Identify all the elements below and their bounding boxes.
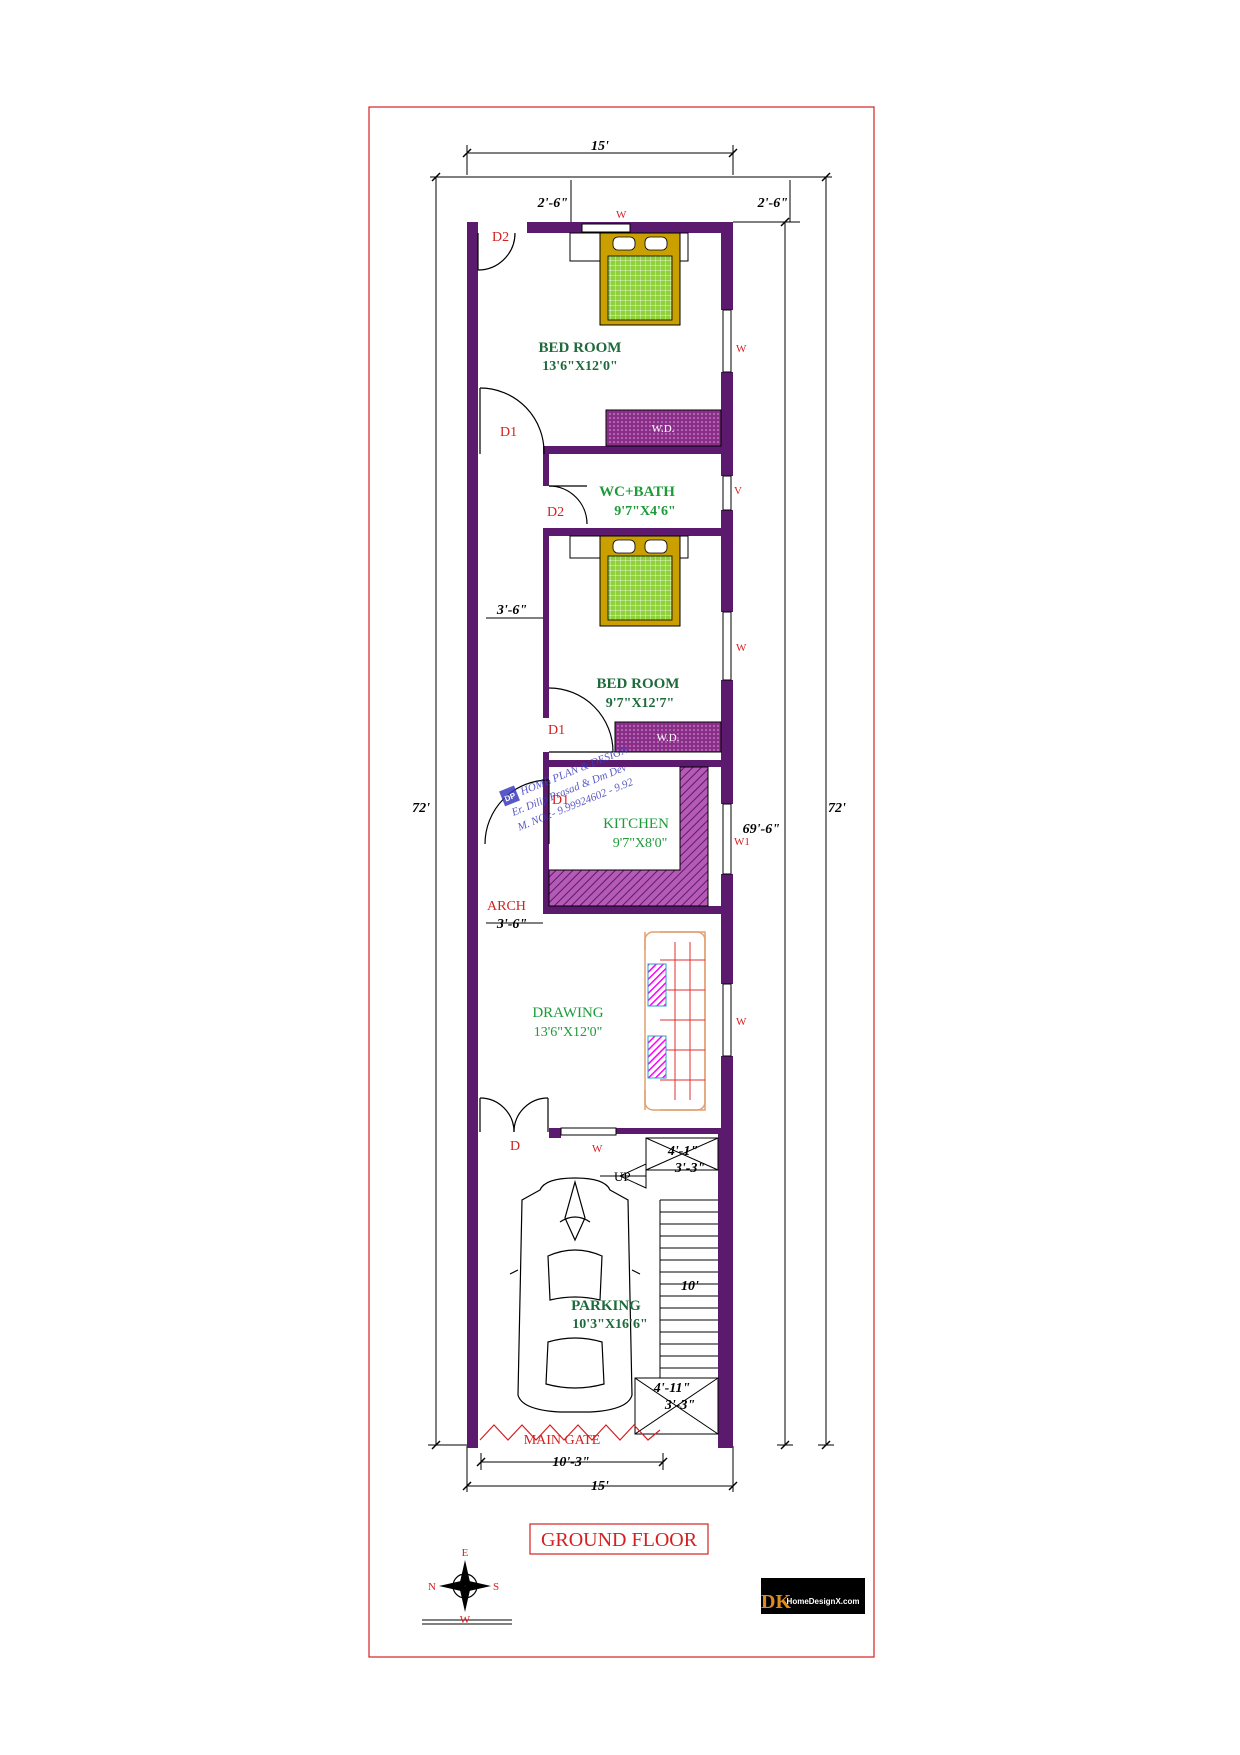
bath-title: WC+BATH (599, 484, 675, 500)
compass-e: E (462, 1547, 469, 1559)
label-w-top: W (616, 209, 627, 221)
label-d2-top: D2 (492, 230, 509, 245)
label-w1-kitchen: W1 (734, 836, 750, 848)
bed-1 (569, 232, 689, 326)
page-title: GROUND FLOOR (541, 1529, 698, 1551)
sheet-border (368, 106, 875, 1658)
dim-bottom-width: 15' (591, 1479, 609, 1494)
label-d1-kitchen: D1 (552, 793, 569, 808)
dim-stair-bot-2: 3'-3" (664, 1398, 695, 1413)
label-arch: ARCH (487, 899, 526, 914)
dk-logo: DK HomeDesignX.com (761, 1578, 865, 1614)
label-v-bath: V (734, 485, 742, 497)
label-up: UP (614, 1169, 631, 1184)
label-w-bed1: W (736, 343, 747, 355)
compass-icon (422, 1560, 512, 1625)
label-d1-bed: D1 (548, 723, 565, 738)
bed1-title: BED ROOM (539, 340, 622, 356)
windows (560, 223, 732, 1136)
kitchen-counter (548, 766, 709, 907)
dim-stair-top-1: 4'-1" (667, 1144, 698, 1159)
kitchen-size: 9'7"X8'0" (613, 836, 668, 851)
drawing-title: DRAWING (532, 1005, 603, 1021)
sofa-set (644, 931, 706, 1111)
dim-top-setback: 2'-6" (537, 196, 568, 211)
dim-left-total: 72' (412, 801, 430, 816)
label-w-bed2: W (736, 642, 747, 654)
dim-right-setback: 2'-6" (757, 196, 788, 211)
bed1-size: 13'6"X12'0" (542, 359, 617, 374)
dimension-lines (428, 145, 834, 1492)
label-w-bottom: W (592, 1143, 603, 1155)
dim-right-total: 72' (828, 801, 846, 816)
dim-inner-right: 69'-6" (743, 822, 780, 837)
drawing-size: 13'6"X12'0" (534, 1025, 603, 1040)
title-box (529, 1523, 709, 1555)
doors (477, 232, 614, 1133)
dimension-ticks (431, 148, 831, 1491)
label-d2-bath: D2 (547, 505, 564, 520)
label-main-gate: MAIN GATE (524, 1433, 601, 1448)
label-wd-2: W.D. (657, 732, 680, 744)
bed-2 (569, 535, 689, 627)
compass-n: N (428, 1581, 436, 1593)
dim-passage-2: 3'-6" (496, 917, 527, 932)
bed2-title: BED ROOM (597, 676, 680, 692)
staircase (600, 1137, 719, 1435)
label-d-main: D (510, 1139, 520, 1154)
wardrobe-1 (605, 409, 722, 447)
dim-stair-top-2: 3'-3" (674, 1161, 705, 1176)
label-wd-1: W.D. (652, 423, 675, 435)
logo-text: HomeDesignX.com (787, 1597, 860, 1606)
label-w-drawing: W (736, 1016, 747, 1028)
cushion-1 (647, 963, 667, 1007)
dim-passage-1: 3'-6" (496, 603, 527, 618)
bath-size: 9'7"X4'6" (614, 504, 675, 519)
parking-title: PARKING (571, 1298, 641, 1314)
dim-top-width: 15' (591, 139, 609, 154)
watermark-mark: DP (503, 791, 517, 804)
label-d1-top: D1 (500, 425, 517, 440)
logo-mark: DK (761, 1591, 791, 1613)
parking-size: 10'3"X16'6" (572, 1317, 647, 1332)
dim-gate-width: 10'-3" (552, 1455, 589, 1470)
main-gate-zigzag (479, 1424, 661, 1441)
car (509, 1177, 641, 1413)
compass-s: S (493, 1581, 499, 1593)
bed2-size: 9'7"X12'7" (606, 696, 674, 711)
wardrobe-2 (614, 721, 722, 753)
kitchen-title: KITCHEN (603, 816, 669, 832)
compass-w: W (460, 1614, 471, 1626)
dim-stair-len: 10' (681, 1279, 699, 1294)
dim-stair-bot-1: 4'-11" (653, 1381, 691, 1396)
cushion-2 (647, 1035, 667, 1079)
